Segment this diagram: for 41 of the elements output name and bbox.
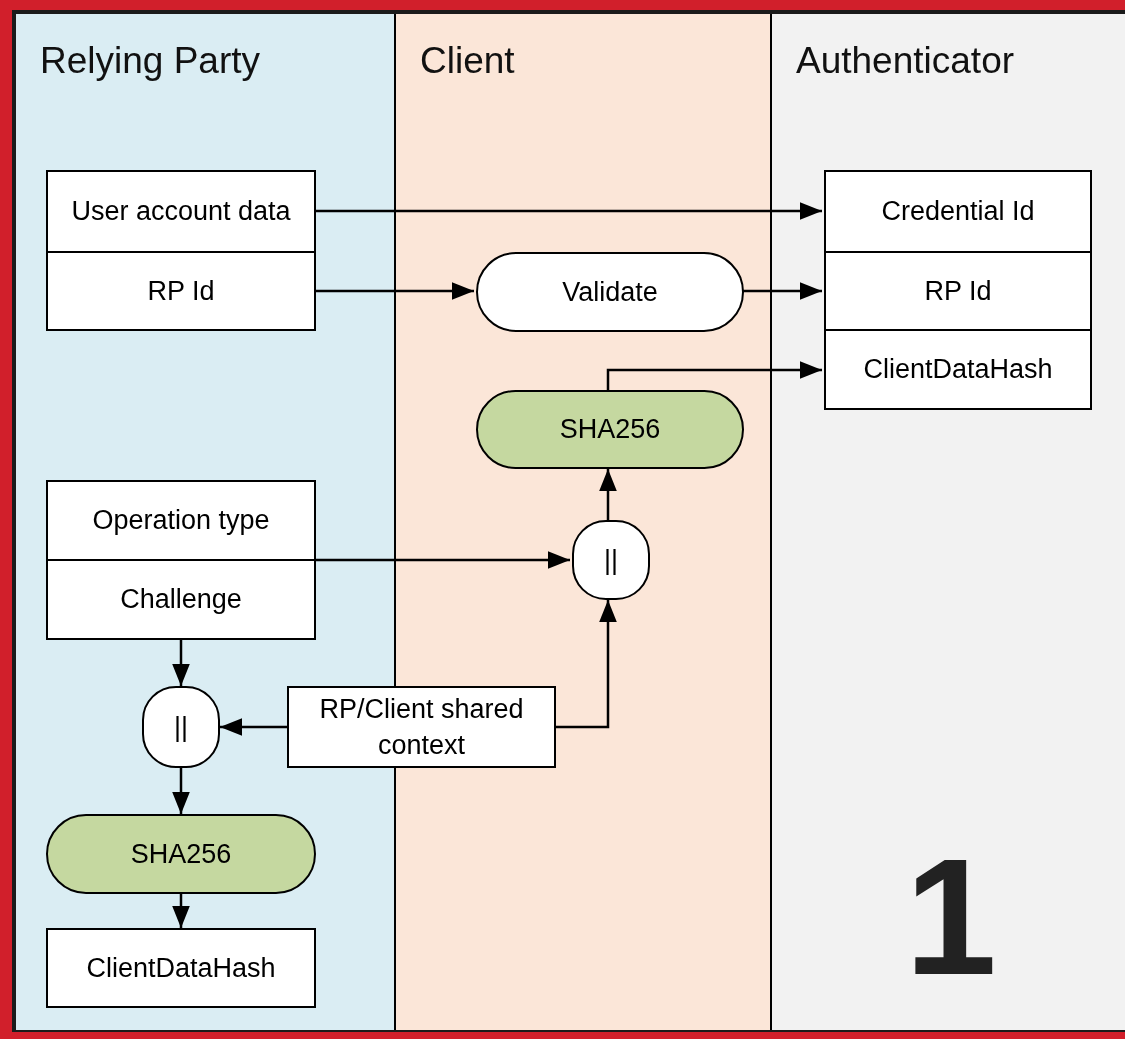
arrow bbox=[172, 640, 190, 686]
box-label: ClientDataHash bbox=[85, 951, 277, 985]
box-label: Operation type bbox=[91, 504, 271, 538]
process-box bbox=[46, 928, 316, 1008]
swimlane bbox=[770, 14, 1125, 1030]
process-box bbox=[824, 170, 1092, 253]
arrow bbox=[316, 282, 474, 300]
box-label: RP Id bbox=[146, 274, 216, 308]
box-label: || bbox=[173, 710, 189, 744]
arrow bbox=[172, 894, 190, 928]
process-box bbox=[824, 251, 1092, 331]
concat-node bbox=[572, 520, 650, 600]
lane-title: Relying Party bbox=[40, 40, 261, 82]
arrow bbox=[599, 469, 617, 520]
arrow bbox=[316, 551, 570, 569]
arrow bbox=[172, 768, 190, 814]
box-label: Credential Id bbox=[880, 195, 1036, 229]
process-box bbox=[46, 480, 316, 561]
arrow bbox=[742, 282, 822, 300]
box-label: RP Id bbox=[923, 274, 993, 308]
process-box bbox=[287, 686, 556, 768]
arrow bbox=[556, 600, 617, 729]
box-label: SHA256 bbox=[129, 837, 233, 871]
arrow bbox=[606, 361, 822, 390]
lane-title: Authenticator bbox=[796, 40, 1015, 82]
box-label: Challenge bbox=[119, 583, 243, 617]
process-box bbox=[46, 559, 316, 640]
process-box bbox=[46, 251, 316, 331]
arrow bbox=[316, 202, 822, 220]
concat-node bbox=[142, 686, 220, 768]
box-label: RP/Client shared context bbox=[318, 692, 525, 762]
process-box bbox=[46, 170, 316, 253]
box-label: SHA256 bbox=[558, 413, 662, 447]
process-box bbox=[824, 329, 1092, 410]
box-label: Validate bbox=[561, 275, 659, 309]
arrow bbox=[220, 718, 287, 736]
box-label: User account data bbox=[70, 195, 292, 229]
box-label: ClientDataHash bbox=[862, 353, 1054, 387]
box-label: || bbox=[603, 543, 619, 577]
panel-number: 1 bbox=[905, 835, 997, 1000]
lane-title: Client bbox=[420, 40, 515, 82]
